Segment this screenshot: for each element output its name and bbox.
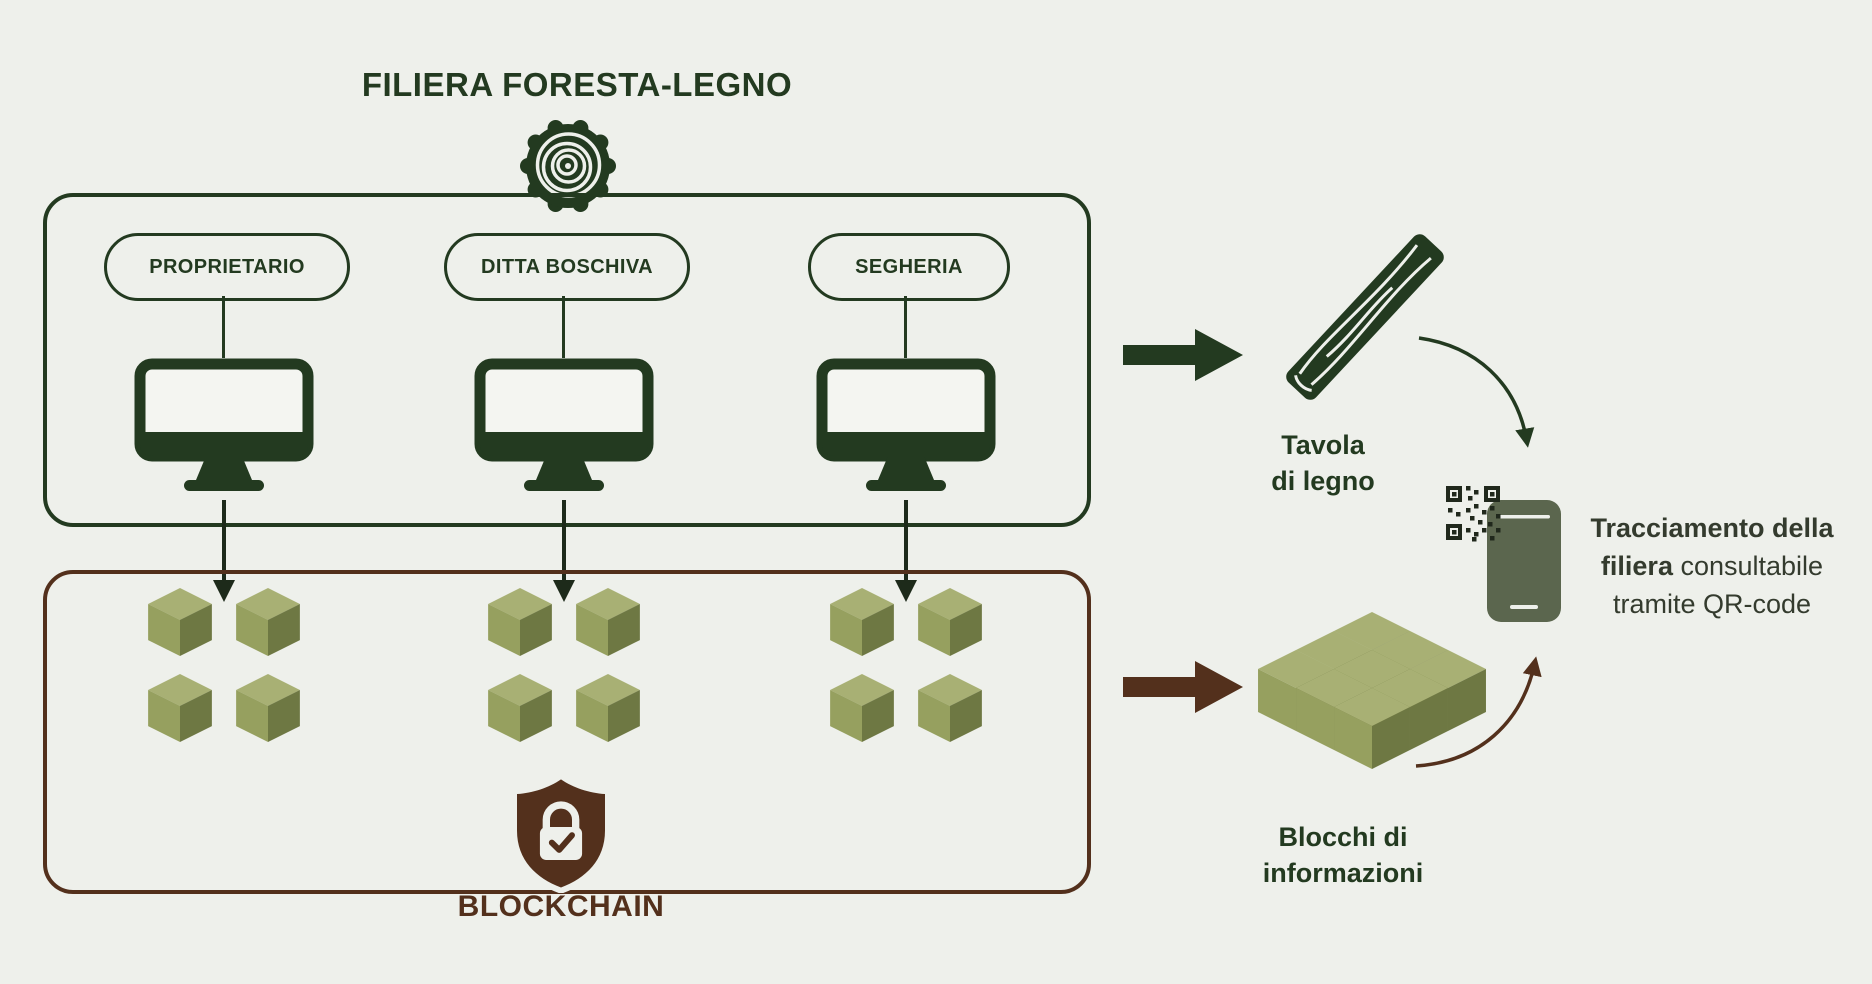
shield-lock-icon — [511, 773, 611, 893]
actor-label: SEGHERIA — [855, 255, 963, 278]
down-arrow-icon — [895, 500, 917, 602]
connector-line — [562, 296, 565, 358]
right-arrow-green-icon — [1123, 329, 1243, 381]
connector-line — [222, 296, 225, 358]
wood-plank-icon — [1286, 234, 1444, 400]
connector-line — [904, 296, 907, 358]
actor-pill-proprietario: PROPRIETARIO — [104, 233, 350, 301]
tracking-note-bold: Tracciamento della filiera — [1590, 513, 1834, 581]
smartphone-icon — [1487, 500, 1561, 622]
tracking-note: Tracciamento della filiera consultabile … — [1566, 510, 1858, 623]
curved-arrow-blocks-to-phone-icon — [1415, 656, 1542, 768]
supply-chain-box — [43, 193, 1091, 527]
actor-label: DITTA BOSCHIVA — [481, 255, 653, 278]
board-label: Tavola di legno — [1271, 430, 1375, 496]
data-block-cubes-icon — [830, 588, 982, 742]
tracking-note-regular: consultabile tramite QR-code — [1612, 550, 1824, 619]
blockchain-label: BLOCKCHAIN — [457, 890, 665, 923]
computer-monitor-icon — [816, 358, 996, 494]
actor-pill-ditta-boschiva: DITTA BOSCHIVA — [444, 233, 690, 301]
diagram-title: FILIERA FORESTA-LEGNO — [361, 66, 793, 103]
right-arrow-brown-icon — [1123, 661, 1243, 713]
data-block-cubes-icon — [148, 588, 300, 742]
qr-code-icon — [1446, 486, 1501, 542]
computer-monitor-icon — [474, 358, 654, 494]
actor-pill-segheria: SEGHERIA — [808, 233, 1010, 301]
curved-arrow-board-to-phone-icon — [1418, 336, 1535, 448]
actor-label: PROPRIETARIO — [149, 255, 305, 278]
down-arrow-icon — [213, 500, 235, 602]
blockchain-box — [43, 570, 1091, 894]
info-blocks-label: Blocchi di informazioni — [1262, 822, 1424, 888]
computer-monitor-icon — [134, 358, 314, 494]
data-block-cubes-icon — [488, 588, 640, 742]
down-arrow-icon — [553, 500, 575, 602]
